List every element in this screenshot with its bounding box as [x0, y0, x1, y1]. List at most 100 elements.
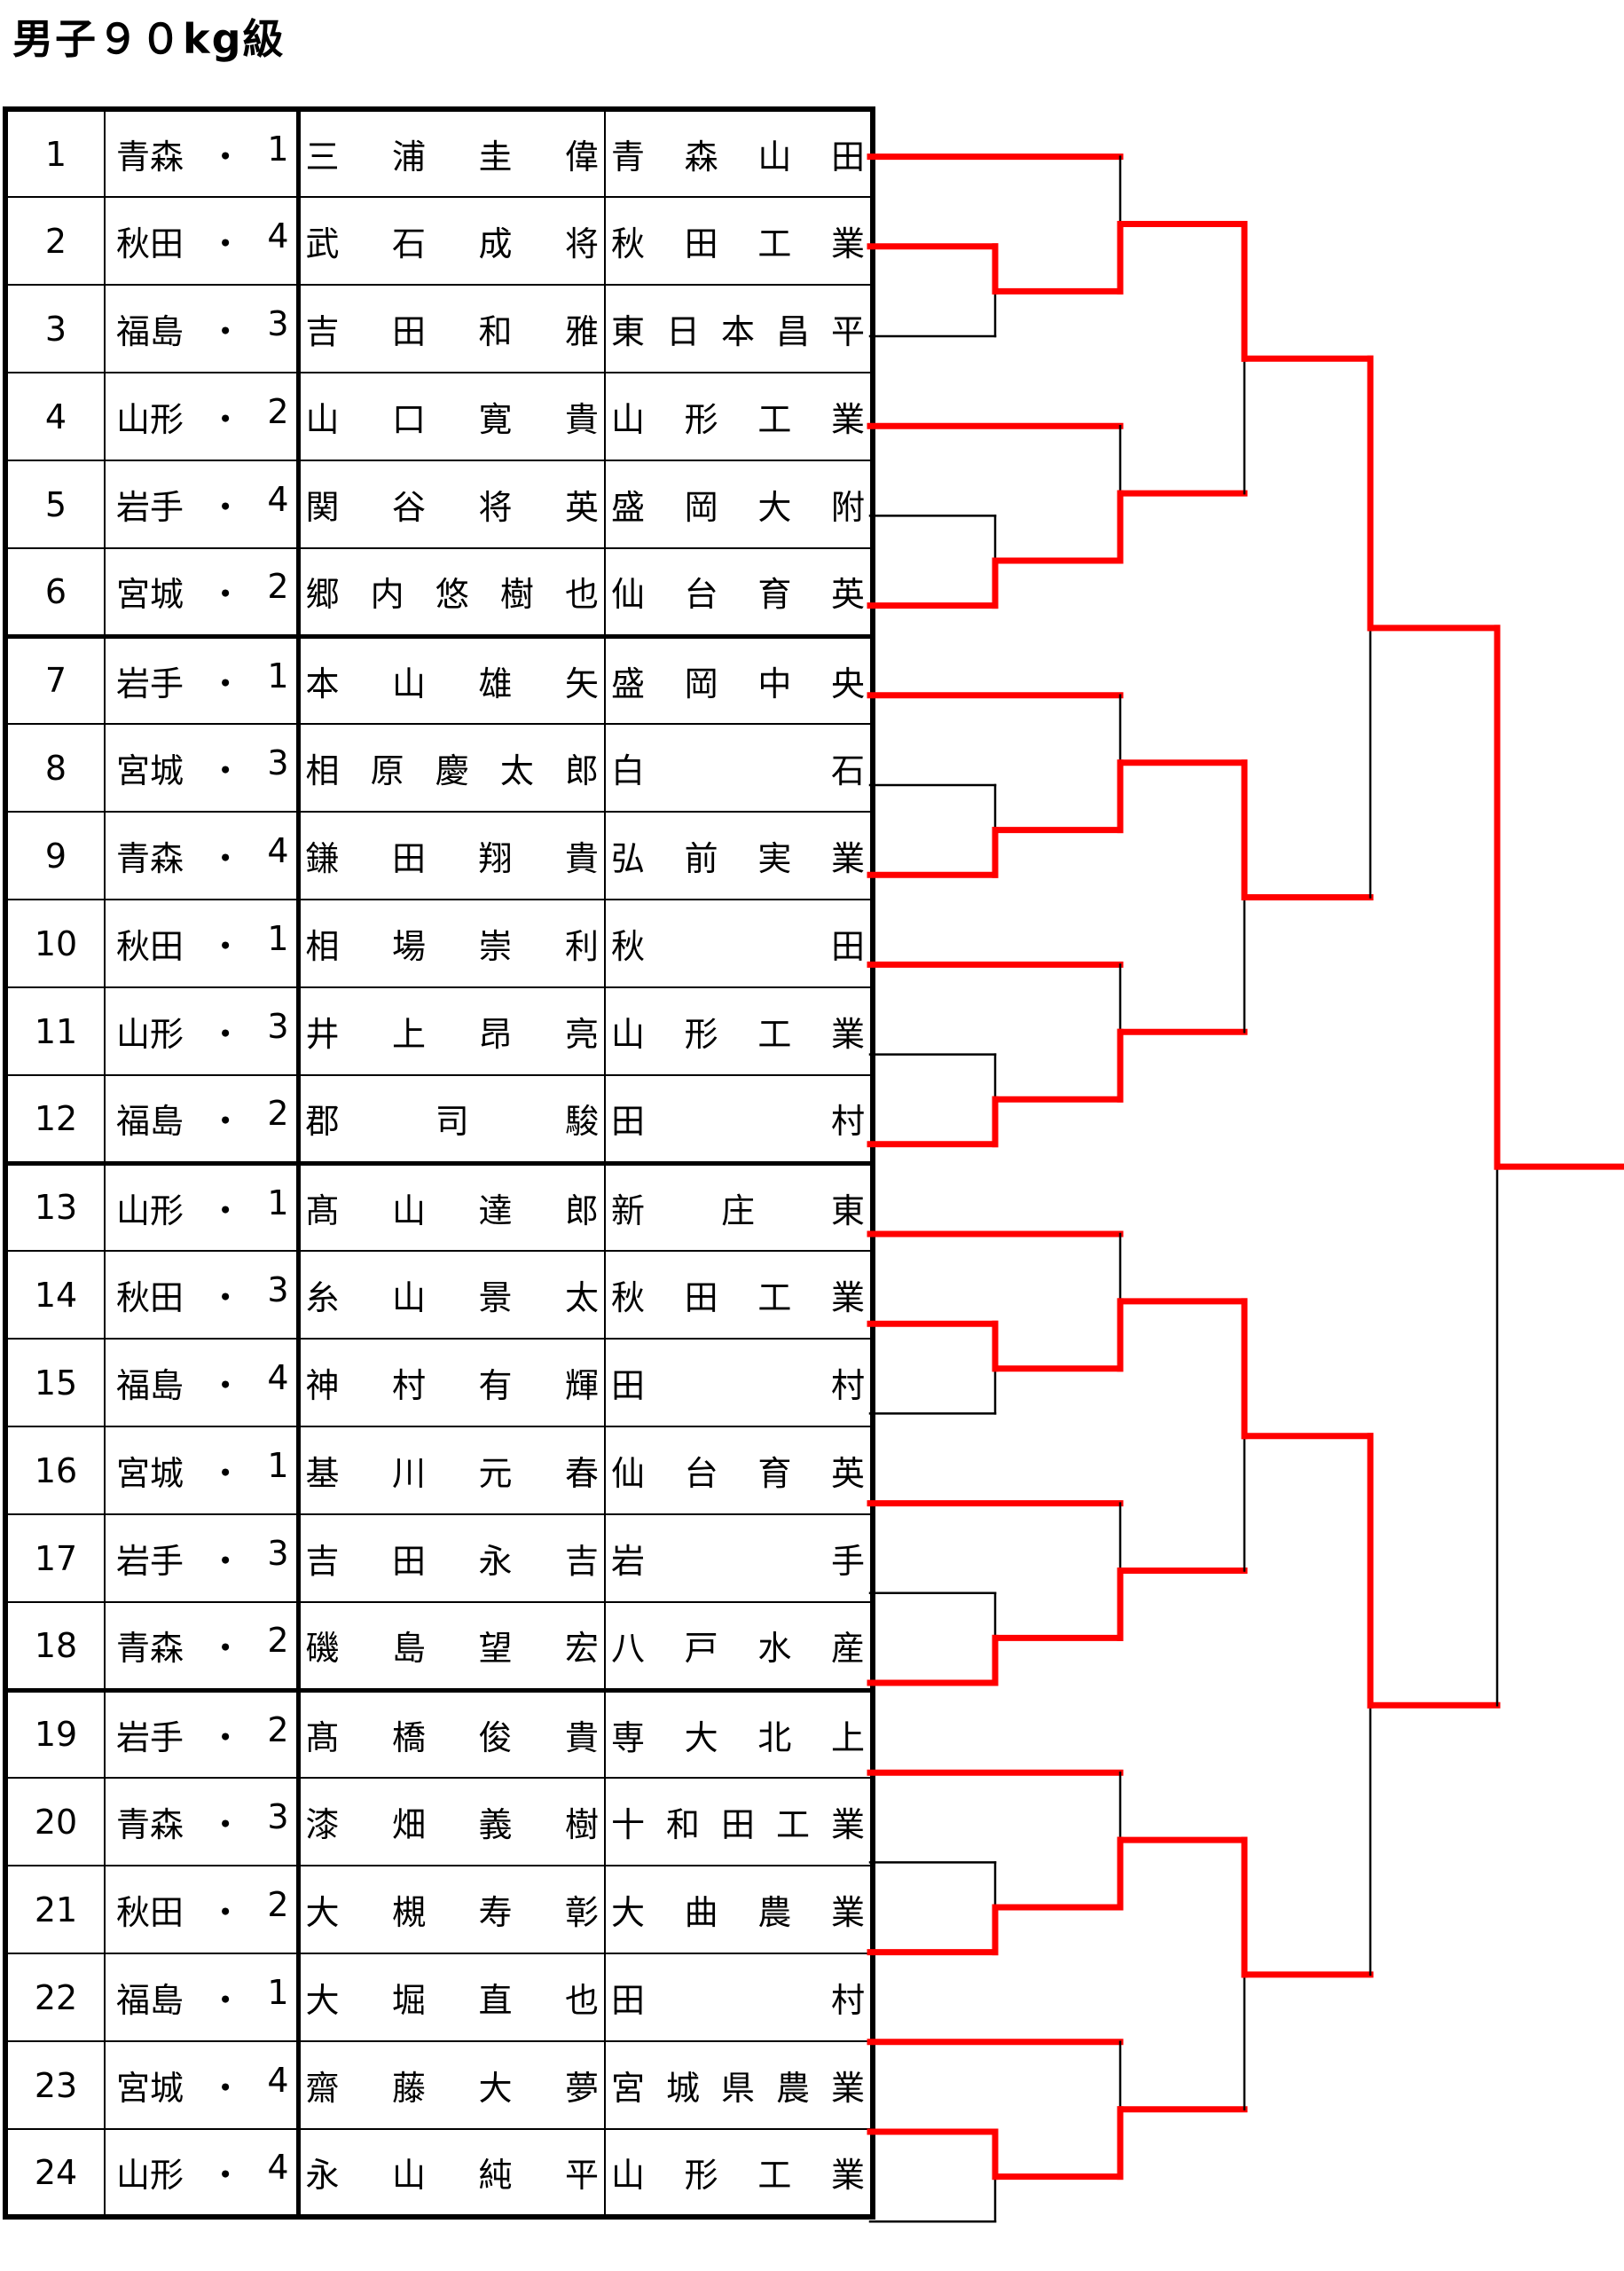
- entry-athlete-name: 相原慶太郎: [297, 723, 606, 813]
- separator-dot: ・: [208, 751, 243, 790]
- entry-prefecture: 山形: [116, 400, 184, 439]
- entry-school: 山形工業: [604, 986, 875, 1076]
- entry-seed: 3: [267, 1797, 289, 1836]
- entry-school: 八戸水産: [604, 1601, 875, 1693]
- entry-prefecture-cell: 青森・3: [104, 1777, 301, 1866]
- entry-athlete-name: 山口寛貴: [297, 372, 606, 461]
- entry-number: 19: [3, 1689, 106, 1779]
- entry-athlete-name: 齋藤大夢: [297, 2040, 606, 2130]
- entry-prefecture-cell: 岩手・2: [104, 1689, 301, 1779]
- separator-dot: ・: [208, 224, 243, 263]
- entry-athlete-name: 永山純平: [297, 2128, 606, 2218]
- entry-prefecture-cell: 山形・2: [104, 372, 301, 461]
- entry-seed: 2: [267, 1094, 289, 1134]
- athlete-name-text: 山口寛貴: [305, 400, 599, 439]
- entry-school: 大曲農業: [604, 1865, 875, 1954]
- school-name-text: 岩手: [611, 1542, 865, 1581]
- athlete-name-text: 吉田和雅: [305, 312, 599, 351]
- entry-prefecture-cell: 宮城・3: [104, 723, 301, 813]
- school-name-text: 田村: [611, 1981, 865, 2020]
- school-name-text: 八戸水産: [611, 1629, 865, 1669]
- entry-athlete-name: 髙山達郎: [297, 1162, 606, 1252]
- entry-athlete-name: 大堀直也: [297, 1953, 606, 2042]
- entry-prefecture: 山形: [116, 2156, 184, 2195]
- entry-seed: 4: [267, 831, 289, 870]
- entry-athlete-name: 神村有輝: [297, 1338, 606, 1427]
- school-name-text: 仙台育英: [611, 575, 865, 615]
- entry-athlete-name: 郡司駿: [297, 1074, 606, 1166]
- separator-dot: ・: [208, 839, 243, 878]
- entry-prefecture: 岩手: [116, 1717, 184, 1757]
- entry-number: 7: [3, 635, 106, 725]
- entry-prefecture: 青森: [116, 1805, 184, 1844]
- separator-dot: ・: [208, 1366, 243, 1405]
- page-title: 男子９０kg級: [12, 15, 286, 63]
- entry-seed: 4: [267, 216, 289, 255]
- athlete-name-text: 漆畑義樹: [305, 1805, 599, 1844]
- separator-dot: ・: [208, 312, 243, 351]
- entry-seed: 3: [267, 1007, 289, 1046]
- entry-prefecture: 宮城: [116, 751, 184, 790]
- entry-school: 仙台育英: [604, 1426, 875, 1515]
- separator-dot: ・: [208, 1981, 243, 2020]
- school-name-text: 十和田工業: [611, 1805, 865, 1844]
- entry-number: 1: [3, 108, 106, 198]
- school-name-text: 山形工業: [611, 1015, 865, 1054]
- entry-athlete-name: 相場崇利: [297, 899, 606, 988]
- school-name-text: 宮城県農業: [611, 2069, 865, 2108]
- entry-prefecture: 福島: [116, 312, 184, 351]
- entry-school: 東日本昌平: [604, 284, 875, 373]
- school-name-text: 秋田工業: [611, 1278, 865, 1317]
- athlete-name-text: 髙山達郎: [305, 1191, 599, 1230]
- entry-school: 田村: [604, 1074, 875, 1166]
- entry-prefecture: 秋田: [116, 224, 184, 263]
- school-name-text: 仙台育英: [611, 1454, 865, 1493]
- entry-prefecture-cell: 岩手・3: [104, 1513, 301, 1603]
- entry-athlete-name: 武石成将: [297, 196, 606, 286]
- entry-school: 田村: [604, 1338, 875, 1427]
- athlete-name-text: 糸山景太: [305, 1278, 599, 1317]
- entry-prefecture: 青森: [116, 1629, 184, 1669]
- entry-number: 8: [3, 723, 106, 813]
- entry-athlete-name: 漆畑義樹: [297, 1777, 606, 1866]
- entry-number: 9: [3, 811, 106, 900]
- entry-prefecture-cell: 秋田・ 4: [104, 196, 301, 286]
- separator-dot: ・: [208, 1278, 243, 1317]
- entry-seed: 4: [267, 2061, 289, 2100]
- school-name-text: 弘前実業: [611, 839, 865, 878]
- entry-seed: 2: [267, 392, 289, 431]
- entry-number: 24: [3, 2128, 106, 2218]
- entry-prefecture: 岩手: [116, 488, 184, 527]
- athlete-name-text: 三浦圭偉: [305, 138, 599, 177]
- entry-school: 岩手: [604, 1513, 875, 1603]
- athlete-name-text: 井上昂亮: [305, 1015, 599, 1054]
- entry-seed: 4: [267, 1358, 289, 1397]
- athlete-name-text: 郡司駿: [305, 1102, 599, 1142]
- entry-prefecture: 福島: [116, 1102, 184, 1142]
- entry-prefecture-cell: 山形・4: [104, 2128, 301, 2218]
- athlete-name-text: 基川元春: [305, 1454, 599, 1493]
- entry-number: 3: [3, 284, 106, 373]
- entry-athlete-name: 本山雄矢: [297, 635, 606, 725]
- entry-prefecture-cell: 秋田・3: [104, 1250, 301, 1340]
- entry-seed: 1: [267, 919, 289, 958]
- athlete-name-text: 鎌田翔貴: [305, 839, 599, 878]
- entry-prefecture-cell: 青森・2: [104, 1601, 301, 1693]
- table-row: 9 青森・ 4 鎌田翔貴弘前実業: [3, 811, 875, 900]
- separator-dot: ・: [208, 664, 243, 703]
- entry-athlete-name: 三浦圭偉: [297, 108, 606, 198]
- athlete-name-text: 永山純平: [305, 2156, 599, 2195]
- school-name-text: 青森山田: [611, 138, 865, 177]
- athlete-name-text: 磯島望宏: [305, 1629, 599, 1669]
- entry-prefecture: 青森: [116, 839, 184, 878]
